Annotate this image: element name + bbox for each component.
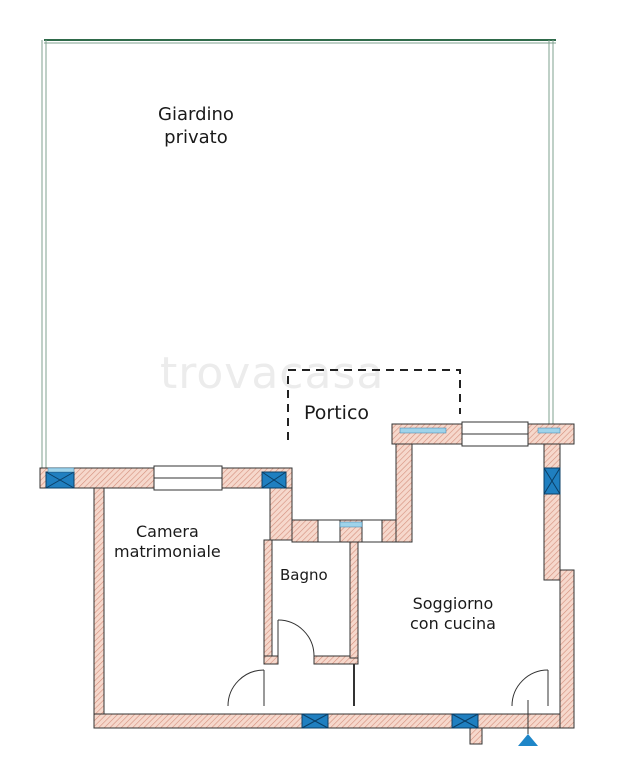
watermark-logo: trovacasa [160,348,385,399]
glazing-strip [339,521,363,528]
window-bedroom-right [261,471,287,489]
window-bottom-right [451,713,479,729]
window-living-right [543,467,561,495]
bedroom-label: Camera matrimoniale [114,522,221,561]
window-bottom-center [301,713,329,729]
glazing-strip [399,427,447,434]
living-label: Soggiorno con cucina [410,594,496,633]
garden-boundary [41,39,556,468]
windows [45,427,561,729]
window-bedroom-left [45,471,75,489]
bathroom-label: Bagno [280,566,328,584]
garden-label: Giardino privato [158,104,234,148]
portico-outline [287,369,461,440]
entrance-marker-icon [518,734,538,746]
glazing-strip [537,427,561,434]
glazing-strip [47,467,75,473]
portico-label: Portico [304,402,370,424]
doors [227,619,549,707]
